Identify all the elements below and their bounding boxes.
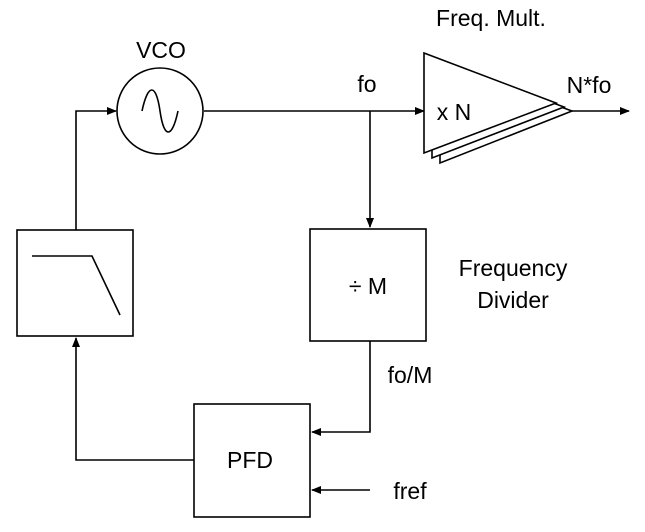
filter-to-vco-wire: [75, 107, 117, 230]
frequency-multiplier-block: [423, 51, 575, 165]
frequency-divider-block: [309, 228, 427, 342]
low-pass-filter-icon: [32, 255, 121, 316]
pfd-label: PFD: [227, 447, 273, 473]
divider-caption-line2: Divider: [477, 287, 549, 313]
divider-to-pfd-wire: [311, 341, 371, 436]
fref-label: fref: [393, 478, 427, 504]
sine-wave-icon: [141, 89, 179, 133]
mult-title: Freq. Mult.: [436, 5, 546, 31]
fo-m-label: fo/M: [388, 362, 433, 388]
pfd-to-filter-wire: [72, 337, 194, 461]
divider-caption-line1: Frequency: [459, 255, 568, 281]
low-pass-filter-block: [16, 229, 134, 337]
pfd-block: [193, 403, 311, 518]
vco-label: VCO: [136, 37, 186, 63]
mult-inner-label: x N: [437, 99, 472, 125]
divider-inner-label: ÷ M: [349, 273, 387, 299]
output-label: N*fo: [567, 72, 612, 98]
vco-block: [116, 67, 204, 155]
fo-label: fo: [357, 71, 376, 97]
